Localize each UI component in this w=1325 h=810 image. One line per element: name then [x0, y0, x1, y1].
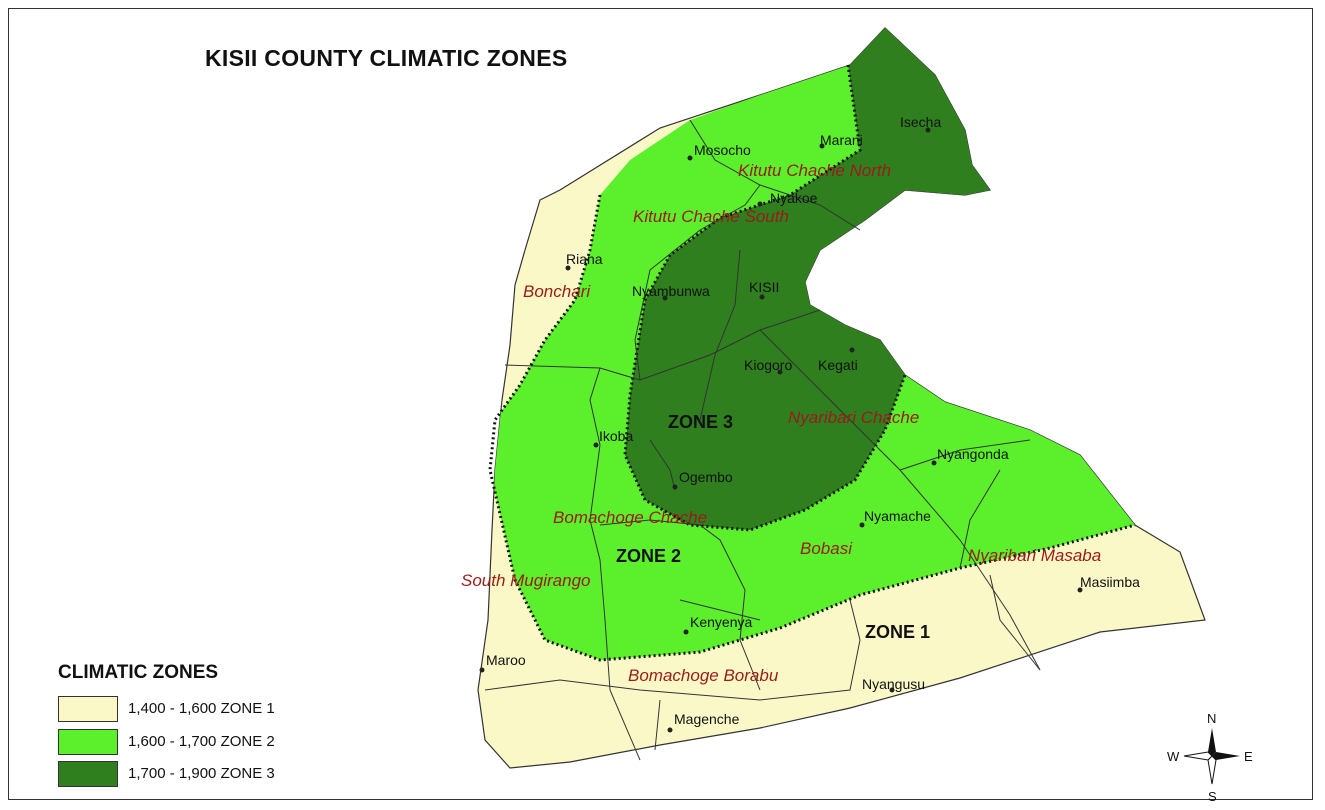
- legend-title: CLIMATIC ZONES: [58, 662, 219, 683]
- zone2-label: ZONE 2: [616, 546, 681, 566]
- town-kiogoro: Kiogoro: [744, 357, 792, 373]
- subcounty-bomachoge-chache: Bomachoge Chache: [553, 508, 707, 527]
- zone3-label: ZONE 3: [668, 412, 733, 432]
- compass-n: N: [1207, 711, 1216, 726]
- map-title: KISII COUNTY CLIMATIC ZONES: [205, 45, 568, 71]
- subcounty-bobasi: Bobasi: [800, 539, 853, 558]
- town-nyangonda: Nyangonda: [937, 446, 1009, 462]
- subcounty-bonchari: Bonchari: [523, 282, 591, 301]
- compass-w: W: [1167, 749, 1180, 764]
- legend-label-zone3: 1,700 - 1,900 ZONE 3: [128, 765, 275, 782]
- town-mosocho: Mosocho: [694, 142, 751, 158]
- legend-label-zone1: 1,400 - 1,600 ZONE 1: [128, 700, 275, 717]
- zone-boundary-3-2: [623, 64, 907, 532]
- town-masiimba: Masiimba: [1080, 574, 1140, 590]
- town-marani: Marani: [820, 132, 863, 148]
- compass-rose: N S E W: [1167, 711, 1253, 804]
- compass-needle-south: [1207, 755, 1217, 785]
- legend-swatch-zone3: [58, 761, 118, 787]
- subcounty-kitutu-chache-north: Kitutu Chache North: [738, 161, 891, 180]
- legend-swatch-zone2: [58, 729, 118, 755]
- subcounty-kitutu-chache-south: Kitutu Chache South: [633, 207, 789, 226]
- town-ikoba: Ikoba: [599, 428, 633, 444]
- subcounty-nyaribari-masaba: Nyaribari Masaba: [968, 546, 1101, 565]
- town-nyambunwa: Nyambunwa: [632, 283, 710, 299]
- subcounty-boundaries: [484, 119, 1041, 761]
- zone1-label: ZONE 1: [865, 622, 930, 642]
- town-riana: Riana: [566, 251, 603, 267]
- town-kenyenya: Kenyenya: [690, 614, 752, 630]
- town-kisii: KISII: [749, 279, 779, 295]
- legend-swatch-zone1: [58, 696, 118, 722]
- town-nyangusu: Nyangusu: [862, 676, 925, 692]
- town-markers: [479, 127, 1083, 733]
- compass-s: S: [1208, 789, 1217, 804]
- compass-e: E: [1244, 749, 1253, 764]
- zone3-area: [625, 28, 990, 530]
- town-ogembo: Ogembo: [679, 469, 733, 485]
- compass-needle-east: [1212, 752, 1240, 760]
- legend-label-zone2: 1,600 - 1,700 ZONE 2: [128, 733, 275, 750]
- subcounty-south-mugirango: South Mugirango: [461, 571, 590, 590]
- town-isecha: Isecha: [900, 114, 941, 130]
- town-kegati: Kegati: [818, 357, 858, 373]
- town-magenche: Magenche: [674, 711, 740, 727]
- compass-needle-north: [1208, 728, 1216, 756]
- town-maroo: Maroo: [486, 652, 526, 668]
- town-nyamache: Nyamache: [864, 508, 931, 524]
- compass-needle-west: [1183, 751, 1213, 761]
- subcounty-bomachoge-borabu: Bomachoge Borabu: [628, 666, 779, 685]
- town-nyakoe: Nyakoe: [770, 190, 818, 206]
- subcounty-nyaribari-chache: Nyaribari Chache: [788, 408, 919, 427]
